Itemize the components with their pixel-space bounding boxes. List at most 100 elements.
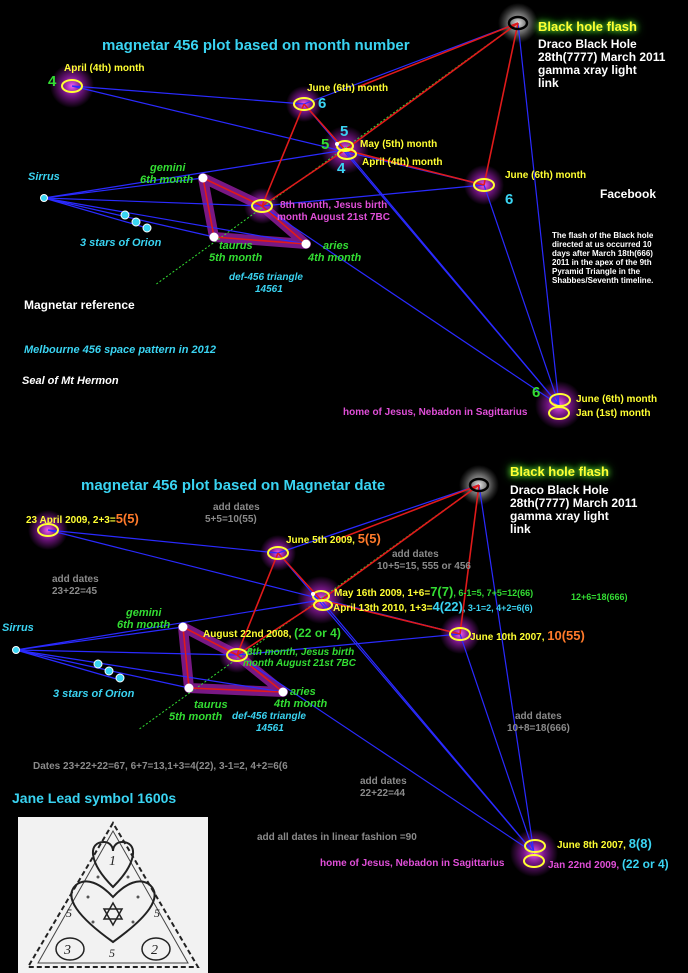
aries-label-2: aries bbox=[290, 686, 316, 698]
june-bottom-label: June (6th) month bbox=[576, 394, 658, 405]
sirrus-label-2: Sirrus bbox=[2, 622, 34, 634]
top-title: magnetar 456 plot based on month number bbox=[102, 37, 410, 54]
home-jesus-label: home of Jesus, Nebadon in Sagittarius bbox=[343, 407, 528, 418]
home-jesus-label-2: home of Jesus, Nebadon in Sagittarius bbox=[320, 858, 505, 869]
gemini-month-label: 6th month bbox=[140, 174, 194, 186]
taurus-label-2: taurus bbox=[194, 699, 228, 711]
may-label: May (5th) month bbox=[360, 139, 438, 150]
april-label: April (4th) month bbox=[64, 63, 145, 74]
num-4-label: 4 bbox=[48, 73, 57, 90]
orion-label: 3 stars of Orion bbox=[80, 237, 162, 249]
draco-line-1b: Draco Black Hole bbox=[510, 483, 609, 497]
jan-label: Jan (1st) month bbox=[576, 408, 651, 419]
june-10-label: June 10th 2007, 10(55) bbox=[470, 628, 585, 643]
black-hole-flash-label-2: Black hole flash bbox=[510, 464, 609, 479]
jane-num-2: 2 bbox=[151, 943, 158, 958]
top-diagram bbox=[40, 3, 583, 429]
star-dots bbox=[198, 142, 339, 249]
aries-month-label-2: 4th month bbox=[274, 698, 328, 710]
aries-label: aries bbox=[323, 240, 349, 252]
aries-month-label: 4th month bbox=[308, 252, 362, 264]
star-dots bbox=[178, 592, 315, 697]
gemini-label: gemini bbox=[150, 162, 186, 174]
apr-13-label: April 13th 2010, 1+3=4(22), 3-1=2, 4+2=6… bbox=[333, 599, 533, 614]
month-ellipses bbox=[61, 79, 571, 420]
add-dates-left: add dates bbox=[52, 574, 99, 585]
june-right-label: June (6th) month bbox=[505, 170, 587, 181]
dates-sum-label: Dates 23+22+22=67, 6+7=13,1+3=4(22), 3-1… bbox=[33, 761, 288, 772]
blue-lines bbox=[15, 484, 535, 854]
draco-line-1: Draco Black Hole bbox=[538, 37, 637, 51]
sirrus-label: Sirrus bbox=[28, 171, 60, 183]
num-5-label: 5 bbox=[340, 123, 349, 140]
draco-line-4: link bbox=[538, 76, 559, 90]
add-dates-mid: add dates bbox=[392, 549, 439, 560]
add-dates-top-value: 5+5=10(55) bbox=[205, 514, 257, 525]
jan-22-label: Jan 22nd 2009, (22 or 4) bbox=[548, 857, 669, 871]
jane-lead-drawing: 1 3 2 5 5 5 bbox=[26, 821, 200, 968]
flash-note: The flash of the Black hole directed at … bbox=[552, 231, 654, 285]
june-label: June (6th) month bbox=[307, 83, 389, 94]
bottom-title: magnetar 456 plot based on Magnetar date bbox=[81, 477, 386, 494]
add-dates-right: add dates bbox=[515, 711, 562, 722]
jane-lead-symbol: 1 3 2 5 5 5 bbox=[18, 817, 208, 973]
def-triangle-number: 14561 bbox=[255, 284, 283, 295]
draco-line-3b: gamma xray light bbox=[510, 509, 609, 523]
orion-star-dots bbox=[12, 646, 125, 683]
melbourne-label: Melbourne 456 space pattern in 2012 bbox=[24, 344, 216, 356]
draco-line-4b: link bbox=[510, 522, 531, 536]
add-dates-low-value: 22+22=44 bbox=[360, 788, 406, 799]
num-6-bottom-label: 6 bbox=[532, 384, 541, 401]
red-lines bbox=[202, 22, 519, 245]
add-dates-left-value: 23+22=45 bbox=[52, 586, 98, 597]
eighth-month-label-b2: month August 21st 7BC bbox=[243, 658, 356, 669]
apr-2009-label: 23 April 2009, 2+3=5(5) bbox=[26, 511, 139, 526]
seal-label: Seal of Mt Hermon bbox=[22, 375, 119, 387]
gemini-month-label-2: 6th month bbox=[117, 619, 171, 631]
jane-lead-label: Jane Lead symbol 1600s bbox=[12, 790, 177, 806]
taurus-month-label-2: 5th month bbox=[169, 711, 223, 723]
may-16-sum-label: 12+6=18(666) bbox=[571, 592, 628, 602]
bottom-diagram bbox=[12, 465, 558, 877]
add-dates-low: add dates bbox=[360, 776, 407, 787]
eighth-month-label-b: 8th month, Jesus birth bbox=[247, 647, 355, 658]
num-4-cyan-label: 4 bbox=[337, 160, 346, 177]
draco-line-2b: 28th(7777) March 2011 bbox=[510, 496, 638, 510]
num-5-green-label: 5 bbox=[321, 136, 330, 153]
taurus-month-label: 5th month bbox=[209, 252, 263, 264]
add-dates-top: add dates bbox=[213, 502, 260, 513]
def-triangle-number-2: 14561 bbox=[256, 723, 284, 734]
eighth-month-label-2: month August 21st 7BC bbox=[277, 212, 390, 223]
april-label-2: April (4th) month bbox=[362, 157, 443, 168]
num-6-right-label: 6 bbox=[505, 191, 514, 208]
draco-line-3: gamma xray light bbox=[538, 63, 637, 77]
def-triangle-label: def-456 triangle bbox=[229, 272, 303, 283]
jane-num-5-right: 5 bbox=[154, 906, 160, 920]
black-hole-flash-label: Black hole flash bbox=[538, 19, 637, 34]
black-hole-ellipse bbox=[468, 477, 490, 493]
jane-num-3: 3 bbox=[63, 943, 71, 958]
def-triangle-label-2: def-456 triangle bbox=[232, 711, 306, 722]
jane-num-1: 1 bbox=[109, 854, 116, 869]
date-ellipses bbox=[37, 523, 546, 868]
orion-label-2: 3 stars of Orion bbox=[53, 688, 135, 700]
jane-num-5-bottom: 5 bbox=[109, 946, 115, 960]
jane-num-5-left: 5 bbox=[66, 906, 72, 920]
aug-22-label: August 22nd 2008, (22 or 4) bbox=[203, 626, 341, 640]
add-dates-mid-value: 10+5=15, 555 or 456 bbox=[377, 561, 471, 572]
magnetar-reference-label: Magnetar reference bbox=[24, 298, 135, 312]
black-hole-ellipse bbox=[507, 15, 529, 31]
green-dotted-line bbox=[154, 22, 519, 286]
june-8-label: June 8th 2007, 8(8) bbox=[557, 836, 652, 851]
gemini-label-2: gemini bbox=[126, 607, 162, 619]
eighth-month-label: 8th month, Jesus birth bbox=[280, 200, 388, 211]
facebook-label: Facebook bbox=[600, 187, 657, 201]
add-all-dates-label: add all dates in linear fashion =90 bbox=[257, 832, 417, 843]
num-6-label: 6 bbox=[318, 95, 327, 112]
draco-line-2: 28th(7777) March 2011 bbox=[538, 50, 666, 64]
taurus-label: taurus bbox=[219, 240, 253, 252]
red-lines bbox=[182, 484, 480, 693]
may-16-label: May 16th 2009, 1+6=7(7), 6-1=5, 7+5=12(6… bbox=[334, 584, 534, 599]
add-dates-right-value: 10+8=18(666) bbox=[507, 723, 570, 734]
